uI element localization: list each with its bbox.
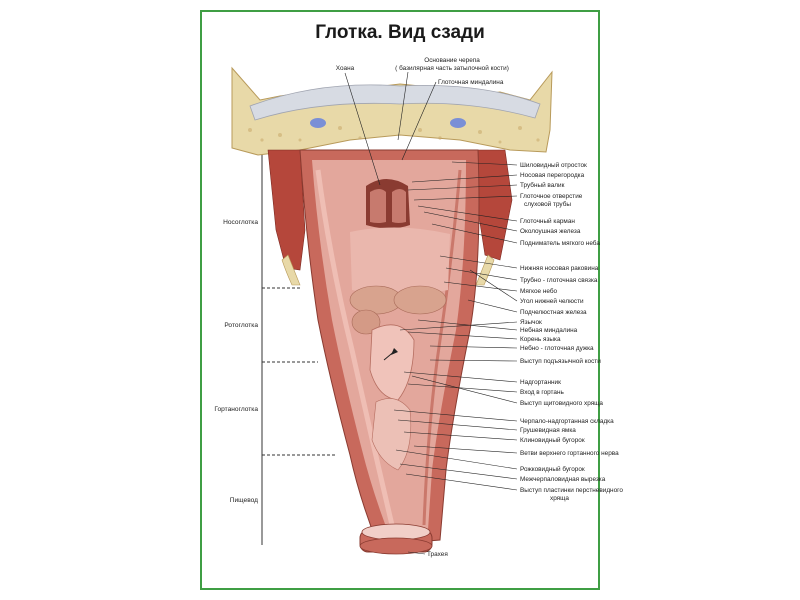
- annotation-label: Глоточное отверстие: [520, 193, 583, 200]
- soft-palate: [350, 227, 450, 295]
- leader-line: [431, 223, 518, 244]
- annotation-label: Грушевидная ямка: [520, 427, 576, 434]
- leader-line: [469, 269, 518, 302]
- leader-line: [417, 205, 518, 222]
- leader-line: [443, 281, 518, 292]
- top-label-skull-base: Основание черепа: [424, 57, 480, 64]
- leader-line: [399, 321, 518, 331]
- leader-line: [407, 331, 518, 340]
- leader-line: [439, 255, 518, 269]
- leader-line: [411, 174, 518, 183]
- annotation-label: Трубно - глоточная связка: [520, 276, 598, 284]
- leader-line: [397, 419, 518, 431]
- top-label-choana: Хоана: [336, 65, 355, 72]
- foramen-right: [450, 118, 466, 128]
- annotation-label: Клиновидный бугорок: [520, 436, 585, 444]
- annotation-label: Язычок: [520, 319, 542, 326]
- annotation-label: Глоточный карман: [520, 217, 575, 225]
- annotation-label: Небная миндалина: [520, 326, 578, 334]
- leader-line: [407, 184, 518, 191]
- annotation-label: Шиловидный отросток: [520, 161, 587, 169]
- leader-line: [445, 267, 518, 281]
- leader-line: [399, 463, 518, 480]
- annotation-label: Трубный валик: [520, 181, 565, 189]
- annotation-label: Надгортанник: [520, 379, 561, 386]
- annotation-label: Угол нижней челюсти: [520, 297, 584, 305]
- annotation-label: Рожковидный бугорок: [520, 465, 585, 473]
- annotation-label: Корень языка: [520, 336, 561, 343]
- leader-line: [429, 359, 518, 362]
- annotation-label: хряща: [550, 495, 569, 502]
- leader-line: [393, 409, 518, 422]
- leader-line: [405, 473, 518, 491]
- leader-line: [413, 445, 518, 454]
- annotation-label: Мягкое небо: [520, 287, 558, 295]
- bottom-label-trachea: Трахея: [427, 551, 448, 558]
- annotation-label: Подниматель мягкого неба: [520, 239, 600, 247]
- leader-line: [423, 211, 518, 232]
- annotation-label: Нижняя носовая раковина: [520, 265, 599, 272]
- annotation-label: Вход в гортань: [520, 389, 564, 396]
- leader-line: [417, 319, 518, 331]
- annotation-label: Межчерпаловидная вырезка: [520, 476, 606, 483]
- larynx-cartilage: [371, 398, 412, 471]
- annotation-label: Выступ пластинки перстневидного: [520, 487, 623, 494]
- region-label: Гортаноглотка: [214, 406, 258, 413]
- top-label-pharyngeal-tonsil: Глоточная миндалина: [438, 79, 504, 86]
- choanae: [366, 179, 410, 229]
- foramen-left: [310, 118, 326, 128]
- leader-line: [403, 371, 518, 383]
- leader-line: [395, 449, 518, 470]
- leader-line: [467, 299, 518, 313]
- leader-line: [413, 195, 518, 201]
- annotation-label: Выступ щитовидного хряща: [520, 400, 603, 407]
- leader-line: [429, 345, 518, 349]
- leader-line: [403, 431, 518, 441]
- annotation-label: Подчелюстная железа: [520, 309, 587, 316]
- region-label: Пищевод: [230, 497, 258, 504]
- annotation-label: Околоушная железа: [520, 228, 581, 235]
- annotation-label: Носовая перегородка: [520, 172, 585, 179]
- region-label: Носоглотка: [223, 219, 258, 226]
- leader-line: [451, 161, 518, 166]
- annotation-label: Небно - глоточная дужка: [520, 344, 594, 352]
- leader-line: [411, 375, 518, 404]
- annotation-label: слуховой трубы: [524, 200, 571, 208]
- annotation-label: Ветви верхнего гортанного нерва: [520, 450, 619, 457]
- top-label-skull-base-sub: ( базилярная часть затылочной кости): [395, 64, 509, 72]
- annotation-label: Черпало-надгортанная складка: [520, 418, 614, 425]
- page-title: Глотка. Вид сзади: [315, 22, 485, 43]
- leader-line: [407, 383, 518, 393]
- palatine-tonsils: [349, 285, 447, 335]
- top-leader-lines: [344, 71, 437, 186]
- region-label: Ротоглотка: [224, 322, 258, 329]
- region-brackets: [261, 155, 335, 545]
- skull-base: [231, 66, 553, 156]
- annotation-label: Выступ подъязычной кости: [520, 357, 601, 365]
- trachea: [359, 523, 433, 555]
- epiglottis: [369, 324, 415, 401]
